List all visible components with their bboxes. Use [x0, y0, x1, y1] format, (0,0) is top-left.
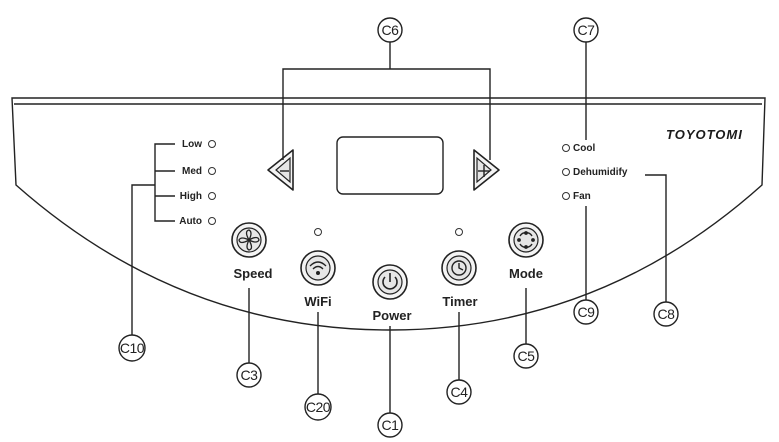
mode-fan: Fan — [573, 191, 591, 202]
clock-icon — [451, 260, 467, 276]
speed-level-low-led — [208, 140, 216, 148]
callout-c4: C4 — [446, 379, 472, 405]
speed-level-auto: Auto — [179, 216, 202, 227]
callout-c3: C3 — [236, 362, 262, 388]
wifi-button-label: WiFi — [304, 294, 331, 309]
timer-button[interactable] — [441, 250, 477, 286]
mode-indicators: Cool Dehumidify Fan — [562, 143, 628, 202]
timer-button-label: Timer — [442, 294, 477, 309]
speed-level-low: Low — [182, 139, 202, 150]
cycle-icon — [517, 231, 535, 249]
mode-cool-led — [562, 144, 570, 152]
callout-c7: C7 — [573, 17, 599, 43]
svg-text:C9: C9 — [578, 304, 596, 320]
speed-level-high: High — [180, 191, 202, 202]
svg-text:C10: C10 — [120, 340, 145, 356]
svg-text:C1: C1 — [382, 417, 400, 433]
power-button-label: Power — [372, 308, 411, 323]
callout-c5: C5 — [513, 343, 539, 369]
callout-c8: C8 — [653, 301, 679, 327]
wifi-status-led — [314, 228, 322, 236]
callout-leader-lines — [131, 42, 667, 413]
wifi-icon — [309, 261, 327, 276]
mode-dehumidify-led — [562, 168, 570, 176]
speed-button-label: Speed — [233, 266, 272, 281]
speed-level-indicators: Low Med High Auto — [179, 139, 216, 227]
svg-text:C7: C7 — [578, 22, 596, 38]
speed-button[interactable] — [231, 222, 267, 258]
speed-level-med: Med — [182, 166, 202, 177]
plus-button[interactable] — [473, 149, 500, 191]
power-button[interactable] — [372, 264, 408, 300]
svg-text:C8: C8 — [658, 306, 676, 322]
speed-level-high-led — [208, 192, 216, 200]
speed-level-med-led — [208, 167, 216, 175]
svg-text:C3: C3 — [241, 367, 259, 383]
svg-text:C5: C5 — [518, 348, 536, 364]
fan-icon — [238, 229, 260, 251]
mode-dehumidify: Dehumidify — [573, 167, 628, 178]
display-screen — [336, 136, 444, 195]
svg-text:C6: C6 — [382, 22, 400, 38]
callout-c10: C10 — [118, 334, 146, 362]
callout-c6: C6 — [377, 17, 403, 43]
callout-c1: C1 — [377, 412, 403, 438]
minus-button[interactable] — [267, 149, 294, 191]
mode-fan-led — [562, 192, 570, 200]
callout-c20: C20 — [304, 393, 332, 421]
callout-c9: C9 — [573, 299, 599, 325]
mode-button-label: Mode — [509, 266, 543, 281]
timer-status-led — [455, 228, 463, 236]
mode-button[interactable] — [508, 222, 544, 258]
svg-text:C20: C20 — [306, 399, 331, 415]
brand-logo: TOYOTOMI — [666, 127, 743, 142]
power-icon — [382, 273, 398, 290]
speed-level-auto-led — [208, 217, 216, 225]
wifi-button[interactable] — [300, 250, 336, 286]
mode-cool: Cool — [573, 143, 595, 154]
svg-text:C4: C4 — [451, 384, 469, 400]
